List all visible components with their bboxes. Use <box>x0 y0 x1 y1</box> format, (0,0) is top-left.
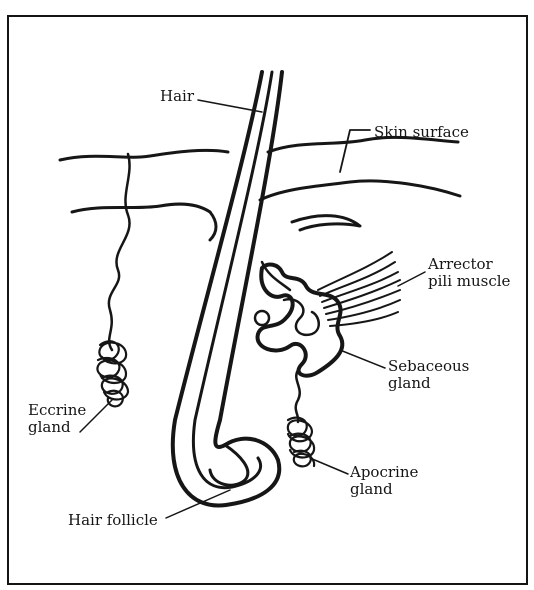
label-hair-follicle: Hair follicle <box>68 512 158 529</box>
skin-surface-left-lower <box>72 204 210 212</box>
label-sebaceous-gland: Sebaceous gland <box>388 358 469 392</box>
label-arrector-pili-muscle: Arrector pili muscle <box>428 256 510 290</box>
label-eccrine-gland: Eccrine gland <box>28 402 86 436</box>
label-sebaceous-line-1: Sebaceous <box>388 358 469 375</box>
leader-arrector-pili <box>398 272 425 286</box>
apocrine-gland-coil <box>288 418 314 467</box>
leader-hair <box>198 100 262 112</box>
skin-surface-left-upper <box>60 150 228 160</box>
sebaceous-gland-lobe <box>255 311 269 325</box>
leader-skin-surface <box>340 130 370 172</box>
label-skin-surface: Skin surface <box>374 124 469 141</box>
label-arrector-pili-line-1: Arrector <box>428 256 510 273</box>
label-sebaceous-line-2: gland <box>388 375 469 392</box>
label-hair: Hair <box>160 88 194 105</box>
label-arrector-pili-line-2: pili muscle <box>428 273 510 290</box>
eccrine-gland-coil <box>97 341 128 406</box>
leader-sebaceous-gland <box>340 350 385 368</box>
leader-apocrine-gland <box>310 458 348 474</box>
label-eccrine-line-2: gland <box>28 419 86 436</box>
label-eccrine-line-1: Eccrine <box>28 402 86 419</box>
apocrine-duct <box>296 370 300 422</box>
label-apocrine-line-1: Apocrine <box>350 464 418 481</box>
label-apocrine-gland: Apocrine gland <box>350 464 418 498</box>
skin-surface-right-lower <box>260 181 460 200</box>
hair-follicle-bulb <box>210 445 248 485</box>
arrector-pili-muscle-fibers <box>318 252 400 326</box>
skin-fold-left-inner <box>210 212 216 240</box>
eccrine-duct <box>109 154 130 350</box>
skin-fold-right-inner <box>292 216 360 230</box>
label-apocrine-line-2: gland <box>350 481 418 498</box>
